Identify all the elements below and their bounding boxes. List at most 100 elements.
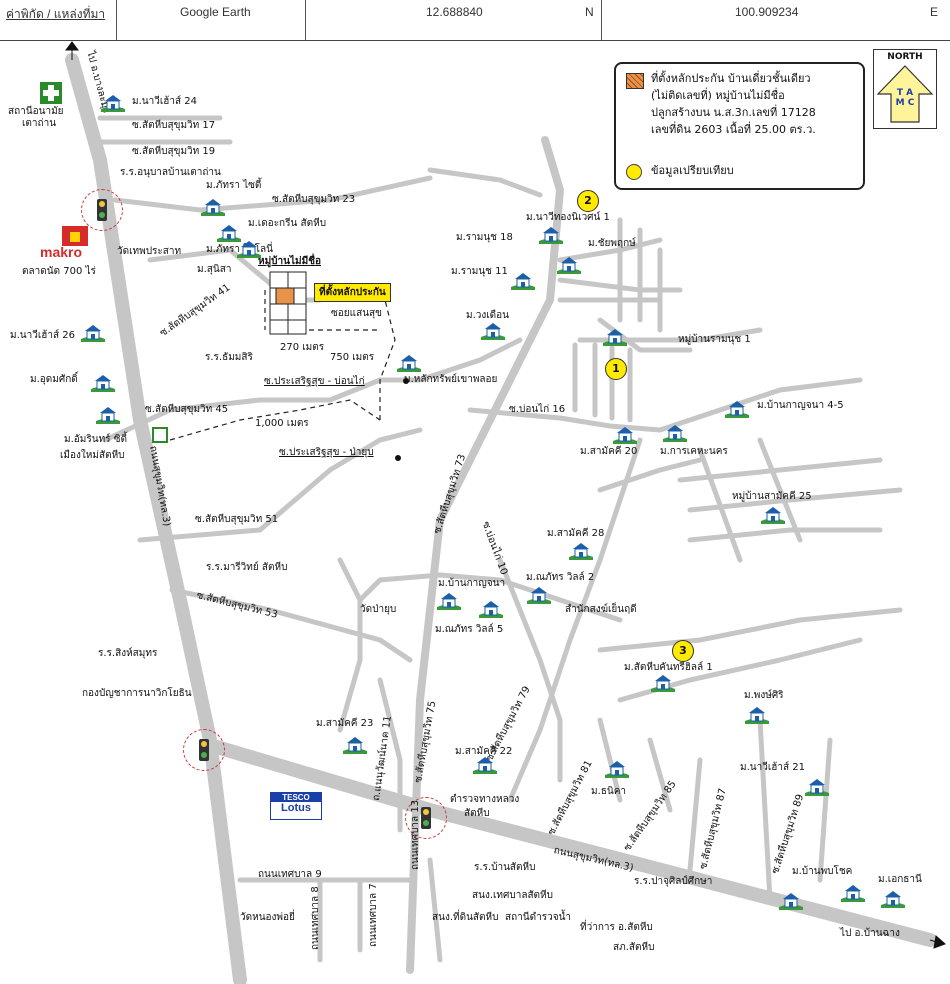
house-icon (478, 598, 504, 618)
longitude-direction: E (930, 5, 939, 19)
house-icon (662, 422, 688, 442)
road-soi45: ซ.สัตหีบสุขุมวิท 45 (145, 404, 229, 415)
place-namnuch18: ม.รามนุช 18 (456, 232, 513, 243)
place-sattahip-kantree: ม.สัตหีบคันทรีฮิลล์ 1 (624, 662, 713, 673)
place-napat5: ม.ณภัทร วิลล์ 5 (435, 624, 504, 635)
place-health-station: สถานีอนามัย (8, 106, 64, 117)
place-wat-nongpo: วัดหนองพ่อยี่ (240, 912, 295, 923)
house-icon (778, 890, 804, 910)
house-icon (724, 398, 750, 418)
place-sammakkhi25: หมู่บ้านสามัคคี 25 (732, 491, 812, 502)
house-icon (200, 196, 226, 216)
place-school-taothan: ร.ร.อนุบาลบ้านเตาถ่าน (120, 167, 221, 178)
house-icon (568, 540, 594, 560)
house-icon (880, 888, 906, 908)
place-pongsiri: ม.พงษ์ศิริ (744, 690, 784, 701)
road-tessaban7: ถนนเทศบาล 7 (368, 883, 379, 947)
house-icon (396, 352, 422, 372)
place-health-station-2: เตาถ่าน (22, 118, 57, 129)
road-bonkai16: ซ.บ่อนไก่ 16 (509, 404, 566, 415)
road-prasert-payub: ซ.ประเสริฐสุข - ป่ายุบ (279, 447, 374, 458)
house-icon (90, 372, 116, 392)
place-namnuch1: หมู่บ้านรามนุช 1 (678, 334, 751, 345)
place-wongduen: ม.วงเดือน (466, 310, 510, 321)
place-water-station: สถานีดำรวจน้ำ (505, 912, 572, 923)
house-icon (538, 224, 564, 244)
place-kanjana: ม.บ้านกาญจนา (438, 578, 506, 589)
house-icon (526, 584, 552, 604)
house-icon (612, 424, 638, 444)
legend-subject-line: ปลูกสร้างบน น.ส.3ก.เลขที่ 17128 (651, 106, 816, 119)
traffic-light-icon (183, 729, 225, 771)
place-wat-tep: วัดเทพประสาท (117, 246, 182, 257)
place-sammakkhi28: ม.สามัคคี 28 (547, 528, 605, 539)
house-icon (556, 254, 582, 274)
place-navy-command: กองบัญชาการนาวิกโยธิน (82, 688, 192, 699)
place-karnkeha: ม.การเคหะนคร (660, 446, 728, 457)
map-legend: ที่ตั้งหลักประกัน บ้านเดี่ยวชั้นเดียว (ไ… (614, 62, 865, 190)
place-school-prachum: ร.ร.ปาจุศิลป์ศึกษา (634, 876, 713, 887)
comparable-marker-3: 3 (672, 640, 694, 662)
place-chaipruek: ม.ชัยพฤกษ์ (588, 238, 636, 249)
place-navy26: ม.นาวีเฮ้าส์ 26 (10, 330, 75, 341)
place-navi-thong: ม.นาวีทองนิเวศน์ 1 (526, 212, 610, 223)
house-icon (100, 92, 126, 112)
road-saensuk: ซอยแสนสุข (331, 308, 382, 319)
house-icon (510, 270, 536, 290)
road-soi19: ซ.สัตหีบสุขุมวิท 19 (132, 146, 216, 157)
place-land-office: สนง.ที่ดินสัตหีบ (432, 912, 499, 923)
place-sammakkhi22: ม.สามัคคี 22 (455, 746, 513, 757)
place-navy24: ม.นาวีเฮ้าส์ 24 (132, 96, 197, 107)
house-icon (480, 320, 506, 340)
place-school-mari: ร.ร.มารีวิทย์ สัตหีบ (206, 562, 288, 573)
traffic-light-icon (405, 797, 447, 839)
house-icon (472, 754, 498, 774)
place-tessaban-office: สนง.เทศบาลสัตหีบ (472, 890, 553, 901)
house-icon (760, 504, 786, 524)
subject-swatch-icon (626, 73, 644, 89)
place-makro: makro (40, 244, 83, 260)
place-market: ตลาดนัด 700 ไร่ (22, 266, 96, 277)
house-icon (436, 590, 462, 610)
road-soi17: ซ.สัตหีบสุขุมวิท 17 (132, 120, 216, 131)
coordinate-header: ค่าพิกัด / แหล่งที่มา Google Earth 12.68… (0, 0, 950, 41)
house-icon (80, 322, 106, 342)
house-icon (602, 326, 628, 346)
coord-source-label: ค่าพิกัด / แหล่งที่มา (6, 7, 106, 21)
place-napat2: ม.ณภัทร วิลล์ 2 (526, 572, 595, 583)
tesco-label: TESCO (271, 793, 321, 802)
distance-750: 750 เมตร (330, 352, 375, 363)
house-icon (744, 704, 770, 724)
place-school-bansattahip: ร.ร.บ้านสัตหีบ (474, 862, 536, 873)
place-highway-police-2: สัตหีบ (464, 808, 490, 819)
road-prasert-bonkai: ซ.ประเสริฐสุข - บ่อนไก่ (264, 376, 365, 387)
house-icon (236, 238, 262, 258)
comparable-marker-2: 2 (577, 190, 599, 212)
road-soi23: ซ.สัตหีบสุขุมวิท 23 (272, 194, 356, 205)
house-icon (604, 758, 630, 778)
place-district: ที่ว่าการ อ.สัตหีบ (580, 922, 653, 933)
place-wat-payub: วัดป่ายุบ (360, 604, 397, 615)
place-pattara-city: ม.ภัทรา ไซตี้ (206, 180, 262, 191)
tesco-lotus-logo: TESCO Lotus (270, 792, 322, 820)
place-sunisa: ม.สุนิสา (197, 264, 232, 275)
legend-subject-line: เลขที่ดิน 2603 เนื้อที่ 25.00 ตร.ว. (651, 123, 816, 136)
north-arrow-icon: NORTH T A M C (873, 49, 937, 129)
road-soi51: ซ.สัตหีบสุขุมวิท 51 (195, 514, 279, 525)
place-laksap: ม.หลักทรัพย์เขาพลอย (404, 374, 498, 385)
north-label: NORTH (887, 52, 923, 62)
place-navy21: ม.นาวีเฮ้าส์ 21 (740, 762, 805, 773)
place-namnuch11: ม.รามนุช 11 (451, 266, 508, 277)
distance-1000: 1,000 เมตร (255, 418, 309, 429)
place-sammakkhi23: ม.สามัคคี 23 (316, 718, 374, 729)
place-school-singha: ร.ร.สิงห์สมุทร (98, 648, 158, 659)
place-pattara-town: ม.ภัทรา โฮโลนี่ (206, 244, 273, 255)
legend-compare: ข้อมูลเปรียบเทียบ (651, 164, 734, 177)
place-highway-police: ตำรวจทางหลวง (450, 794, 520, 805)
house-icon (804, 776, 830, 796)
road-to-banchang: ไป อ.บ้านฉาง (840, 928, 900, 939)
road-tessaban13: ถนนเทศบาล 13 (410, 799, 421, 870)
place-school-thamsiri: ร.ร.ธัมมสิริ (205, 352, 253, 363)
latitude-direction: N (585, 5, 594, 19)
